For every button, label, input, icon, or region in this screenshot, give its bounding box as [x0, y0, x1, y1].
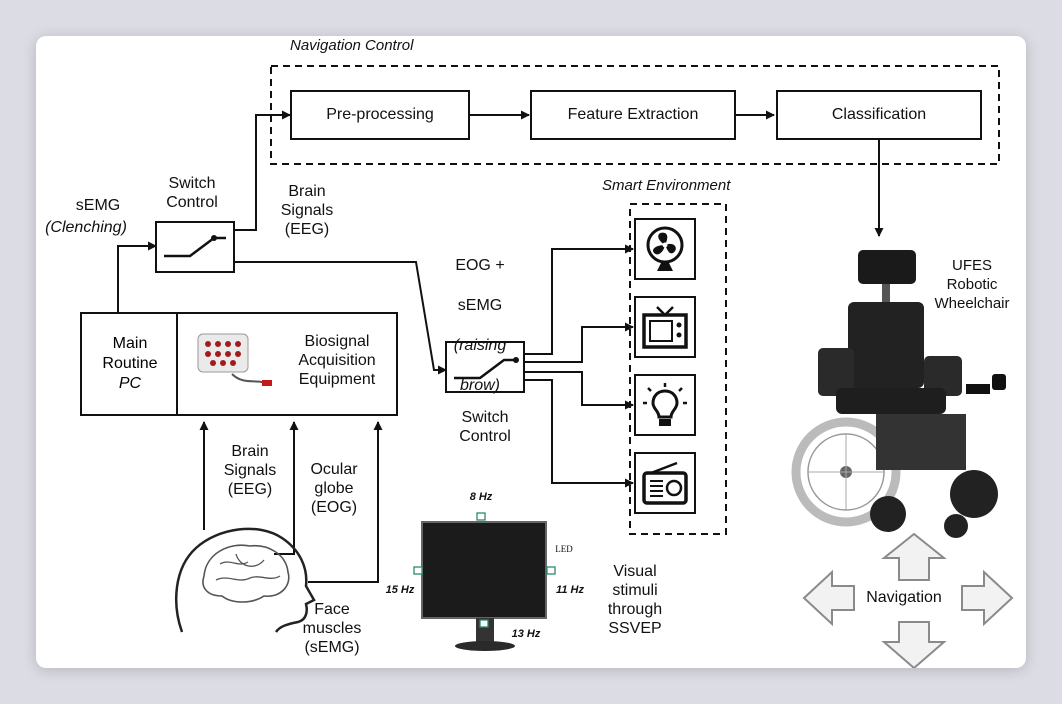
led-top	[476, 512, 486, 521]
connections	[117, 65, 1014, 668]
wheelchair-label: UFES Robotic Wheelchair	[934, 257, 1010, 312]
arrow-left-icon	[802, 569, 855, 627]
smart-environment-title: Smart Environment	[602, 177, 731, 194]
led-label: LED	[555, 544, 573, 554]
light-appliance[interactable]	[634, 374, 696, 436]
main-routine-block: Main Routine PC	[80, 312, 180, 416]
classification-block: Classification	[776, 90, 982, 140]
smart-environment-group	[629, 203, 727, 535]
arrow-up-icon	[881, 532, 947, 581]
eog-semg-label: EOG + sEMG (raising brow)	[453, 257, 507, 394]
head-icon	[175, 527, 316, 633]
brain-signals-top-label: Brain Signals (EEG)	[280, 183, 334, 238]
navigation-label: Navigation	[866, 589, 942, 606]
acquisition-block: Biosignal Acquisition Equipment	[176, 312, 398, 416]
ocular-globe-label: Ocular globe (EOG)	[310, 461, 358, 516]
visual-stimuli-label: Visual stimuli through SSVEP	[607, 563, 663, 637]
feature-extraction-block: Feature Extraction	[530, 90, 736, 140]
fan-icon	[646, 226, 684, 271]
wheelchair-image	[791, 250, 1006, 538]
switch-control-middle	[445, 341, 525, 393]
switch-control-top-label: Switch Control	[166, 175, 218, 211]
radio-appliance[interactable]	[634, 452, 696, 514]
clenching-label: (Clenching)	[45, 219, 127, 236]
switch-control-middle-label: Switch Control	[459, 409, 511, 445]
led-right	[546, 566, 556, 575]
arrow-right-icon	[961, 569, 1014, 627]
radio-icon	[642, 461, 688, 505]
fan-appliance[interactable]	[634, 218, 696, 280]
lightbulb-icon	[643, 383, 687, 426]
led-left	[413, 566, 423, 575]
tv-appliance[interactable]	[634, 296, 696, 358]
diagram-card: Navigation Control Smart Environment Pre…	[36, 36, 1026, 668]
freq-right-label: 11 Hz	[556, 584, 584, 596]
freq-bottom-label: 13 Hz	[511, 628, 541, 640]
brain-signals-bottom-label: Brain Signals (EEG)	[223, 443, 277, 498]
navigation-control-title: Navigation Control	[290, 37, 414, 54]
navigation-arrows	[802, 532, 1014, 668]
semg-label: sEMG	[75, 197, 121, 214]
switch-control-top	[155, 221, 235, 273]
acquisition-device-icon	[197, 333, 272, 386]
freq-top-label: 8 Hz	[469, 491, 493, 503]
arrow-down-icon	[881, 621, 947, 668]
preprocessing-block: Pre-processing	[290, 90, 470, 140]
led-bottom	[479, 619, 489, 628]
tv-icon	[642, 306, 688, 349]
face-muscles-label: Face muscles (sEMG)	[302, 601, 362, 656]
freq-left-label: 15 Hz	[385, 584, 415, 596]
